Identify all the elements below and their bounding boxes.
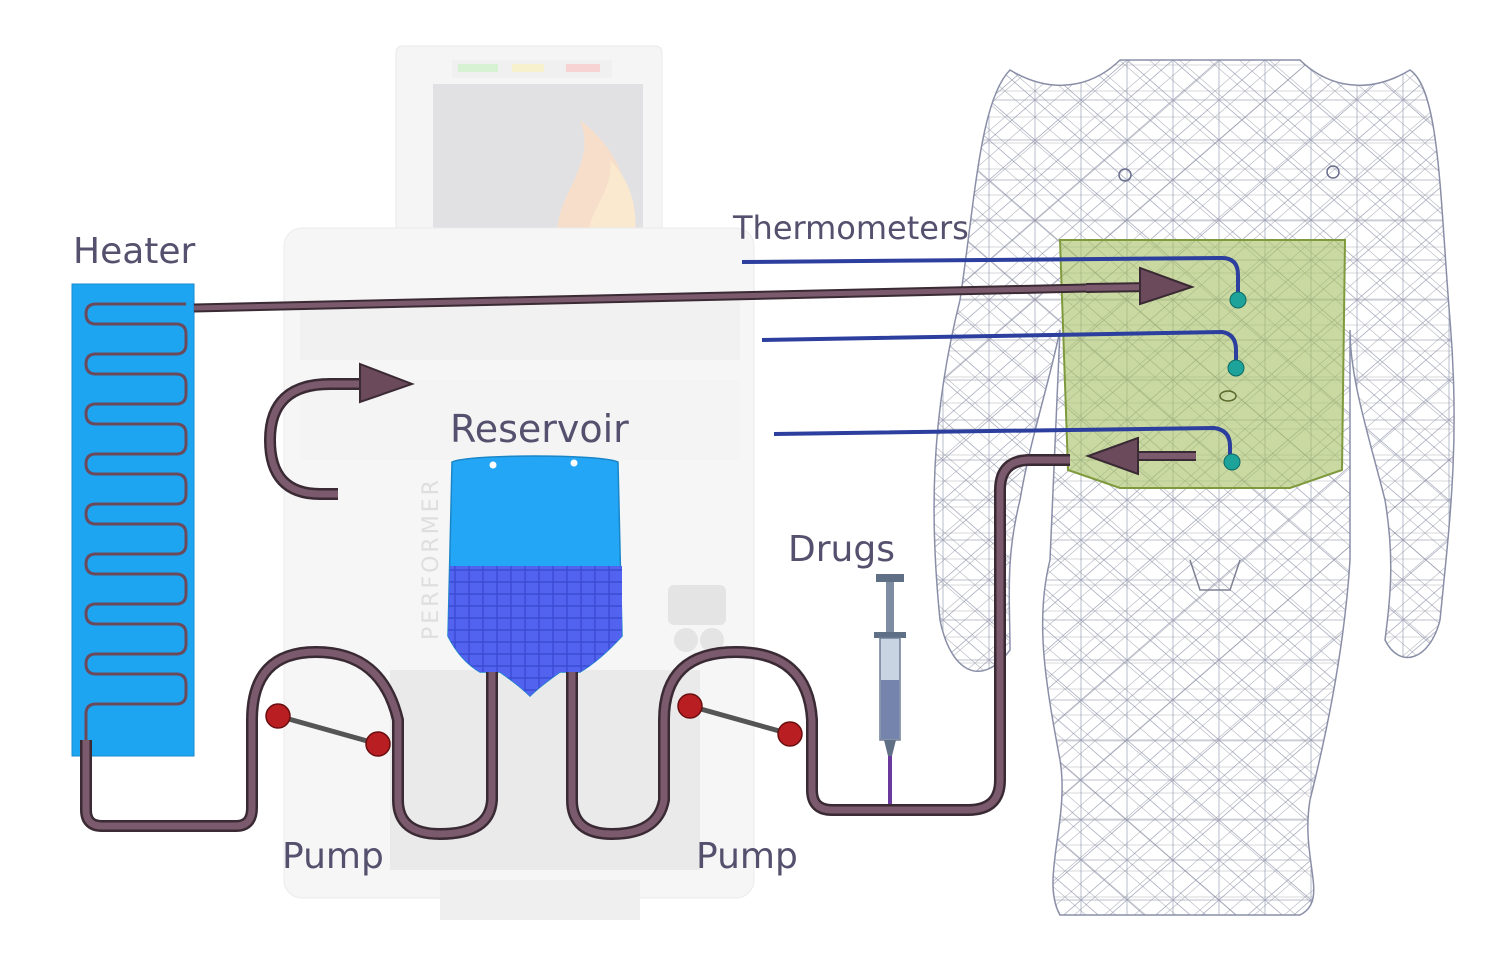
thermometer-wire-1	[741, 255, 1240, 298]
circulation-arrow	[263, 362, 415, 500]
pump-right-label: Pump	[696, 836, 798, 877]
thermometers-label: Thermometers	[733, 209, 969, 247]
inflow-arrow	[1085, 266, 1196, 306]
thermometer-probe-3	[1223, 453, 1241, 471]
machine-brand-text: PERFORMER	[419, 477, 444, 640]
outflow-arrow	[1085, 436, 1196, 476]
heater-coil	[84, 302, 188, 740]
thermometer-probe-1	[1229, 291, 1247, 309]
pump-left	[265, 703, 391, 757]
syringe-icon	[874, 574, 906, 804]
drugs-label: Drugs	[788, 529, 895, 570]
heater	[71, 283, 195, 757]
pump-left-label: Pump	[282, 836, 384, 877]
nipple-left	[1118, 168, 1132, 182]
thermometer-probe-2	[1227, 359, 1245, 377]
heater-label: Heater	[73, 231, 196, 272]
abdominal-cavity	[1058, 239, 1347, 489]
thermometer-wire-3	[773, 425, 1232, 460]
thermometer-wire-2	[761, 329, 1238, 366]
reservoir-label: Reservoir	[450, 407, 629, 451]
navel	[1219, 390, 1237, 402]
status-led-red	[566, 64, 600, 72]
status-led-green	[458, 64, 498, 72]
pump-right	[677, 693, 803, 747]
thermometers-group	[741, 255, 1247, 471]
nipple-right	[1326, 165, 1340, 179]
status-led-yellow	[512, 64, 544, 72]
reservoir-bag	[447, 455, 623, 698]
